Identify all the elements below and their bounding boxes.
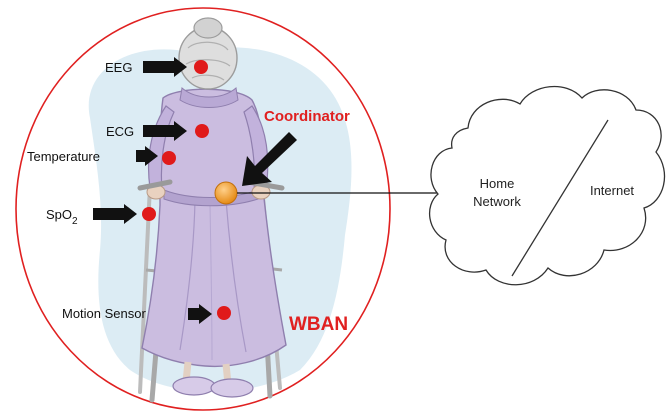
eeg-arrow — [143, 57, 187, 77]
home-network-label-line2: Network — [473, 194, 521, 209]
spo2-sensor-dot — [142, 207, 156, 221]
home-network-label-line1: Home — [480, 176, 515, 191]
coordinator-label: Coordinator — [264, 108, 350, 125]
network-cloud: Home Network Internet — [428, 85, 666, 286]
wban-boundary-circle — [15, 7, 391, 411]
ecg-arrow — [143, 121, 187, 141]
spo2-label-main: SpO — [46, 207, 72, 222]
spo2-label-subscript: 2 — [72, 216, 78, 227]
cloud-divider-line — [511, 119, 609, 277]
wban-label: WBAN — [289, 314, 348, 335]
spo2-arrow — [93, 204, 137, 224]
temperature-sensor-dot — [162, 151, 176, 165]
motion-arrow — [188, 304, 212, 324]
eeg-label: EEG — [105, 60, 132, 75]
eeg-sensor-dot — [194, 60, 208, 74]
internet-label: Internet — [590, 183, 634, 198]
motion-sensor-label: Motion Sensor — [62, 306, 146, 321]
coordinator-arrow — [242, 132, 297, 186]
coordinator-node — [214, 181, 238, 205]
sensor-arrows — [93, 57, 212, 324]
motion-sensor-dot — [217, 306, 231, 320]
cloud-outline — [428, 85, 666, 286]
temperature-label: Temperature — [27, 149, 100, 164]
temperature-arrow — [136, 146, 158, 166]
ecg-label: ECG — [106, 124, 134, 139]
spo2-label: SpO2 — [46, 207, 78, 227]
ecg-sensor-dot — [195, 124, 209, 138]
